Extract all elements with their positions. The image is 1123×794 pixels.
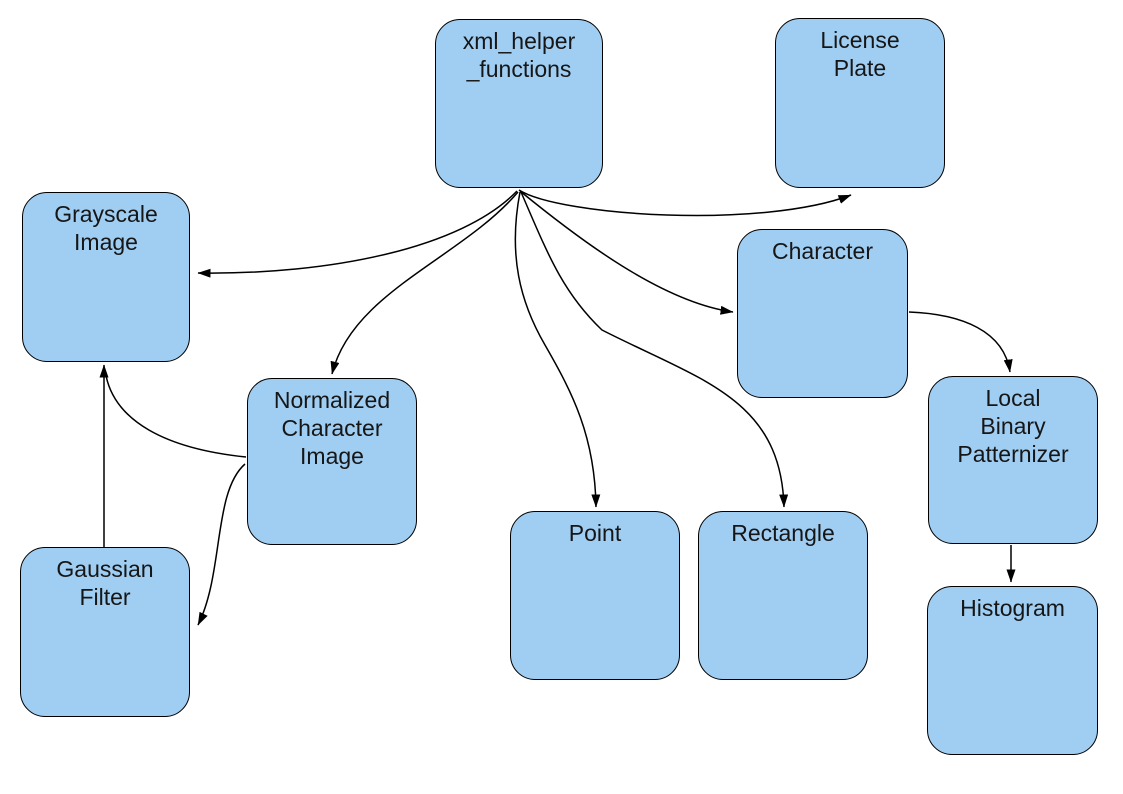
edges-group bbox=[99, 189, 1016, 626]
edge-normalized-character-image-to-grayscale-image bbox=[104, 369, 247, 458]
edge-xml-helper-functions-to-grayscale-image bbox=[197, 190, 518, 278]
edge-xml-helper-functions-to-normalized-character-image bbox=[330, 191, 519, 375]
node-point: Point bbox=[510, 511, 680, 680]
edge-xml-helper-functions-to-license-plate bbox=[518, 189, 852, 217]
edge-normalized-character-image-to-gaussian-filter bbox=[197, 463, 246, 626]
node-label-point: Point bbox=[568, 520, 622, 546]
edge-xml-helper-functions-to-point bbox=[514, 191, 601, 508]
node-label-character: Character bbox=[772, 238, 873, 264]
node-local-binary-patternizer: Local Binary Patternizer bbox=[928, 376, 1098, 544]
node-label-local-binary-patternizer: Local Binary Patternizer bbox=[957, 385, 1069, 467]
node-xml-helper-functions: xml_helper _functions bbox=[435, 19, 603, 188]
node-label-xml-helper-functions: xml_helper _functions bbox=[462, 28, 576, 82]
node-grayscale-image: Grayscale Image bbox=[22, 192, 190, 362]
edge-character-to-local-binary-patternizer bbox=[908, 311, 1013, 373]
node-label-license-plate: License Plate bbox=[820, 27, 900, 81]
node-rectangle: Rectangle bbox=[698, 511, 868, 680]
node-label-gaussian-filter: Gaussian Filter bbox=[56, 556, 154, 610]
node-label-normalized-character-image: Normalized Character Image bbox=[273, 387, 391, 469]
node-label-rectangle: Rectangle bbox=[731, 520, 835, 546]
node-label-grayscale-image: Grayscale Image bbox=[54, 201, 158, 255]
node-histogram: Histogram bbox=[927, 586, 1098, 755]
node-normalized-character-image: Normalized Character Image bbox=[247, 378, 417, 545]
node-character: Character bbox=[737, 229, 908, 398]
node-label-histogram: Histogram bbox=[960, 595, 1065, 621]
node-license-plate: License Plate bbox=[775, 18, 945, 188]
node-gaussian-filter: Gaussian Filter bbox=[20, 547, 190, 717]
edge-xml-helper-functions-to-rectangle bbox=[520, 191, 789, 508]
edge-xml-helper-functions-to-character bbox=[519, 190, 734, 315]
